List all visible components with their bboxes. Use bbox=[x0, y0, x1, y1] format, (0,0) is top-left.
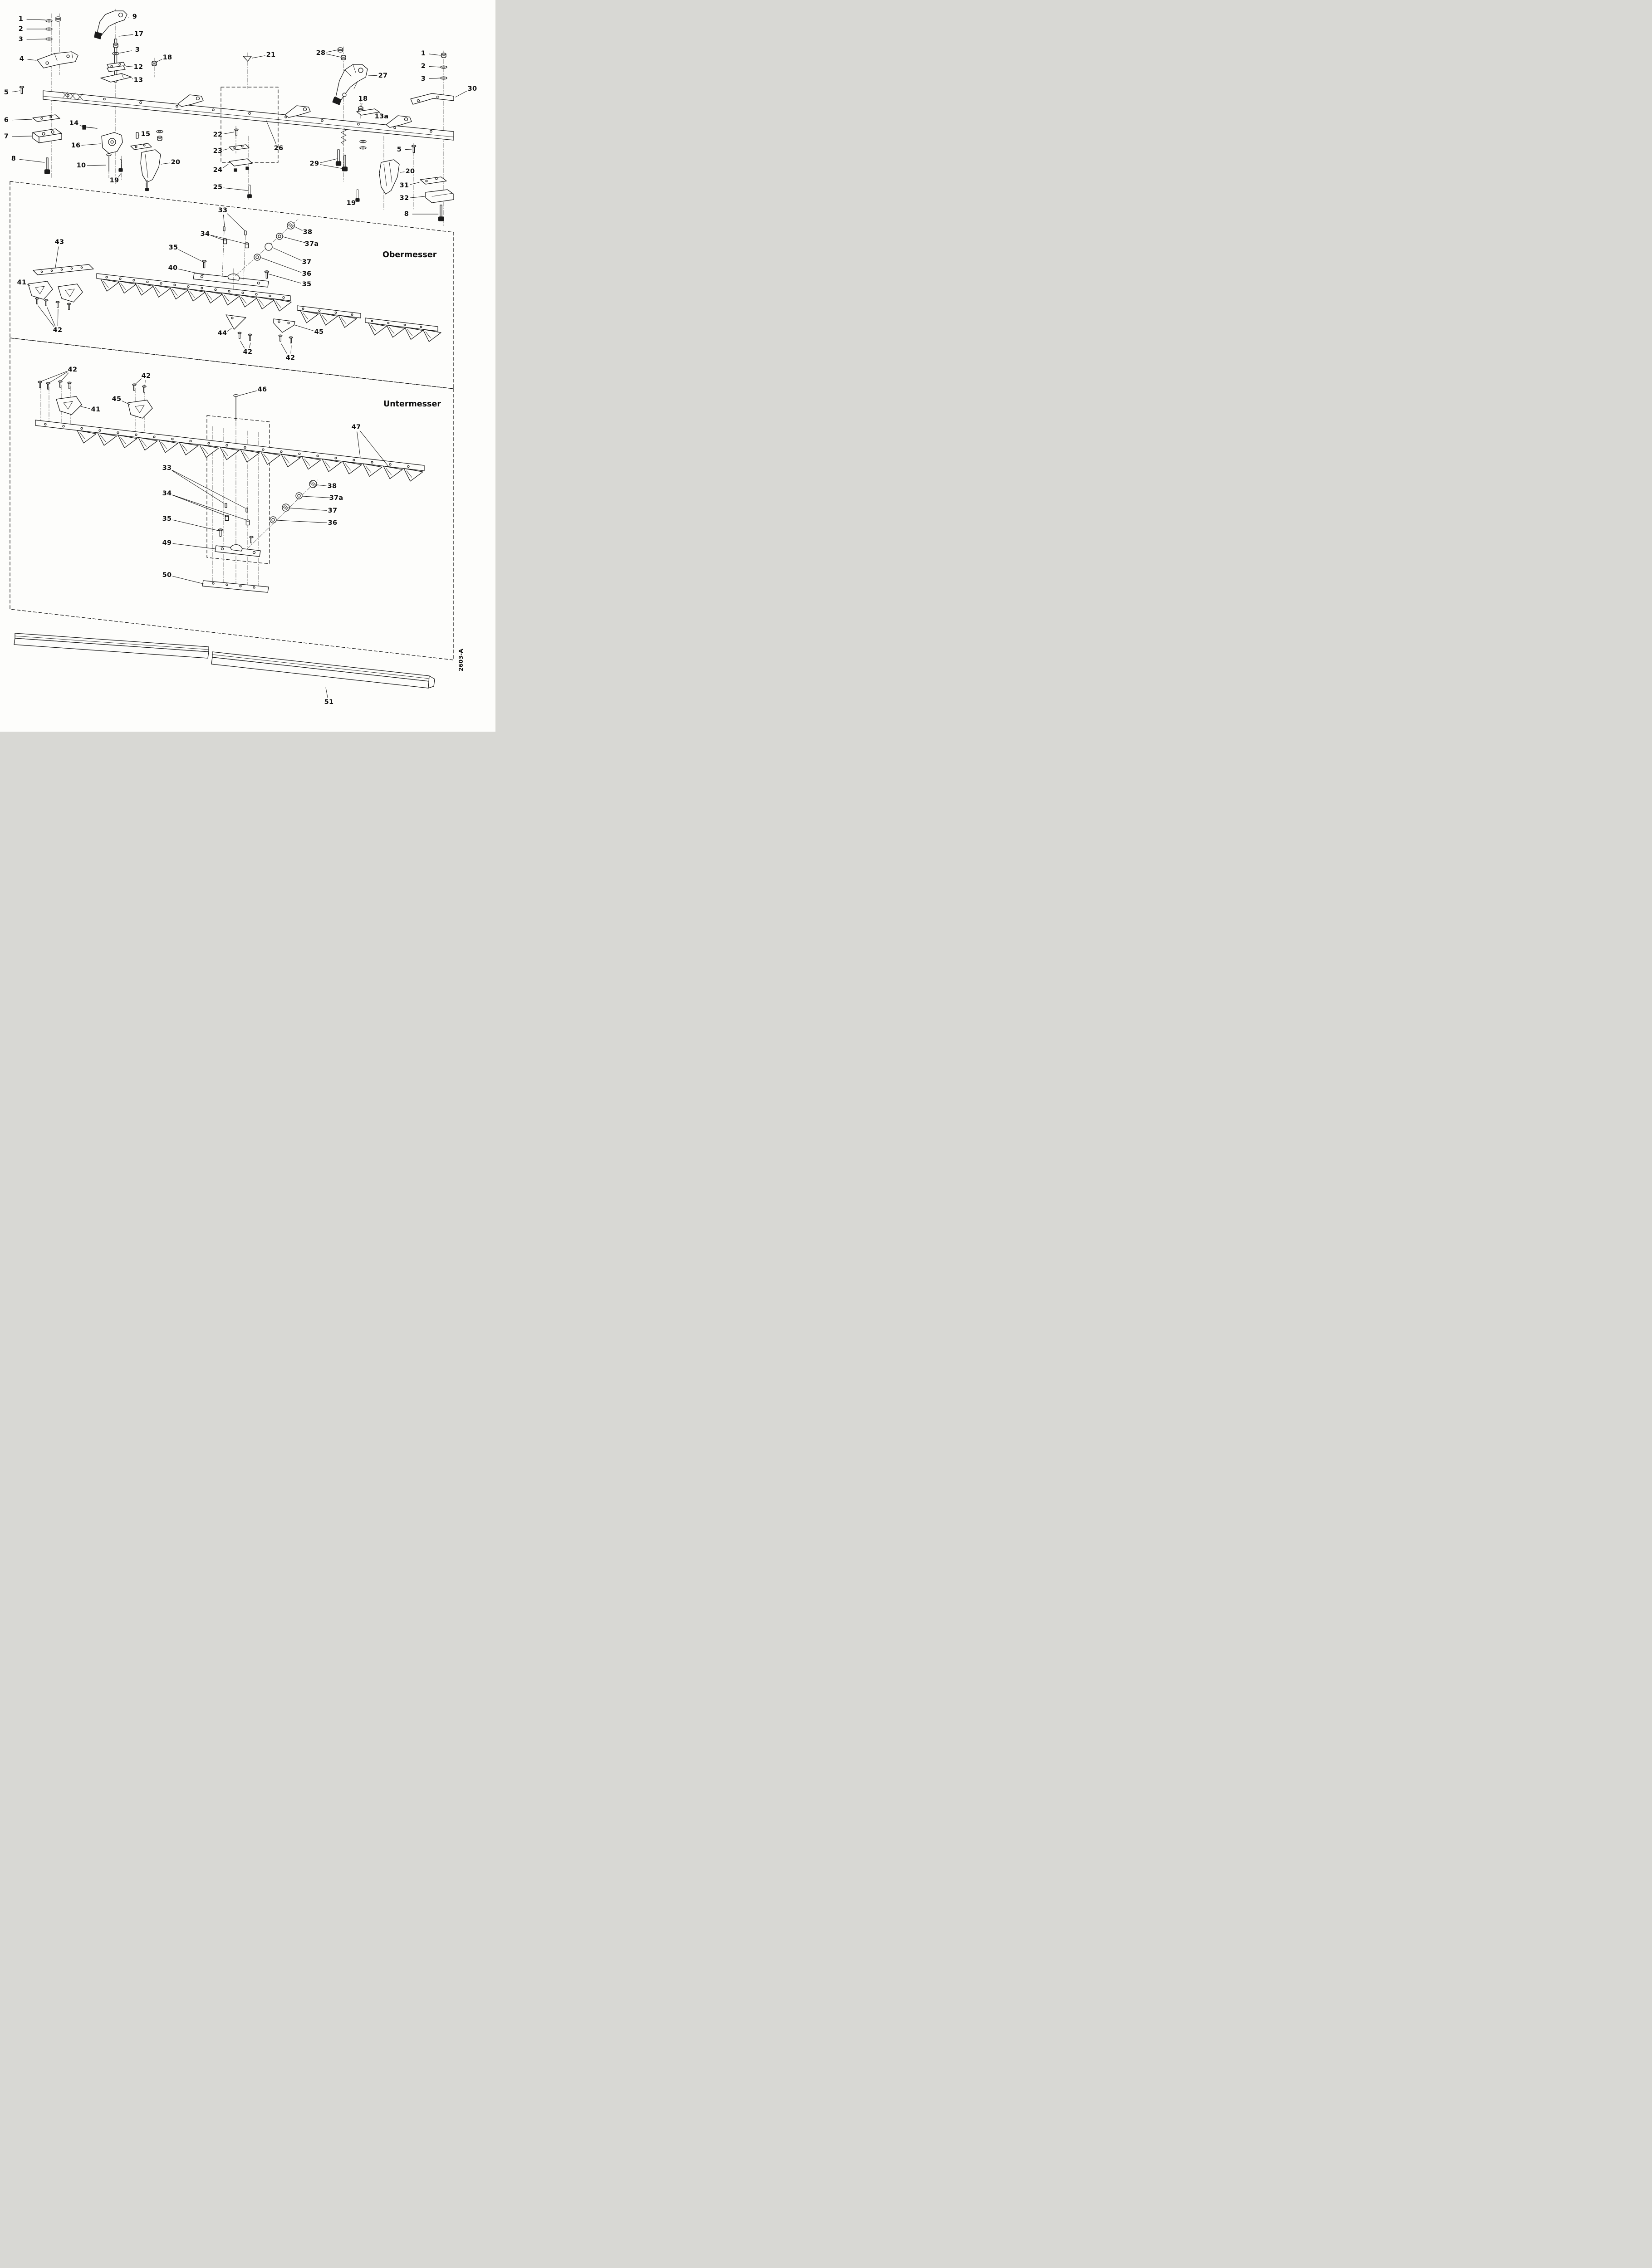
callout-37: 37 bbox=[328, 507, 338, 514]
callout-40: 40 bbox=[168, 264, 178, 272]
callout-22: 22 bbox=[213, 131, 223, 138]
callout-41: 41 bbox=[91, 406, 101, 413]
callout-42: 42 bbox=[68, 366, 78, 373]
guide-rails-drawing bbox=[14, 633, 435, 689]
callout-8: 8 bbox=[404, 210, 409, 218]
callout-45: 45 bbox=[314, 328, 324, 336]
section-title-obermesser: Obermesser bbox=[382, 250, 437, 259]
callout-23: 23 bbox=[213, 147, 223, 155]
callout-34: 34 bbox=[162, 490, 172, 497]
callout-9: 9 bbox=[132, 13, 137, 20]
callout-35: 35 bbox=[162, 515, 172, 523]
callout-37: 37 bbox=[302, 259, 312, 266]
callout-12: 12 bbox=[133, 64, 143, 71]
callout-28: 28 bbox=[316, 49, 326, 57]
callout-33: 33 bbox=[218, 207, 228, 214]
callout-30: 30 bbox=[467, 85, 477, 93]
callout-1: 1 bbox=[421, 50, 426, 57]
callout-47: 47 bbox=[351, 424, 361, 431]
callout-13: 13 bbox=[133, 77, 143, 84]
callout-20: 20 bbox=[405, 168, 415, 175]
callout-13a: 13a bbox=[374, 113, 389, 120]
callout-25: 25 bbox=[213, 184, 223, 191]
callout-42: 42 bbox=[141, 372, 151, 380]
callout-45: 45 bbox=[112, 396, 122, 403]
callout-36: 36 bbox=[328, 519, 338, 527]
callout-14: 14 bbox=[69, 120, 79, 127]
callout-42: 42 bbox=[285, 354, 295, 362]
callout-31: 31 bbox=[399, 182, 409, 189]
callout-46: 46 bbox=[257, 386, 267, 393]
callout-43: 43 bbox=[54, 239, 64, 246]
untermesser-drawing bbox=[35, 380, 425, 593]
callout-36: 36 bbox=[302, 270, 312, 278]
callout-44: 44 bbox=[217, 330, 227, 337]
top-assembly-drawing bbox=[19, 10, 454, 221]
callout-38: 38 bbox=[303, 229, 313, 236]
callout-16: 16 bbox=[71, 142, 81, 149]
callout-19: 19 bbox=[346, 200, 356, 207]
callout-2: 2 bbox=[421, 63, 426, 70]
callout-6: 6 bbox=[4, 117, 9, 124]
callout-37a: 37a bbox=[304, 240, 319, 248]
callout-26: 26 bbox=[274, 145, 284, 152]
callout-5: 5 bbox=[4, 89, 9, 96]
callout-41: 41 bbox=[17, 279, 27, 286]
callout-33: 33 bbox=[162, 464, 172, 472]
callout-3: 3 bbox=[18, 36, 24, 43]
obermesser-drawing bbox=[28, 219, 441, 343]
callout-1: 1 bbox=[18, 15, 24, 23]
callout-27: 27 bbox=[378, 72, 388, 79]
callout-10: 10 bbox=[76, 162, 86, 169]
leader-lines bbox=[12, 17, 467, 698]
callout-29: 29 bbox=[309, 160, 319, 167]
callout-20: 20 bbox=[171, 159, 181, 166]
callout-2: 2 bbox=[18, 25, 24, 33]
callout-3: 3 bbox=[421, 75, 426, 83]
exploded-parts-diagram bbox=[10, 9, 467, 698]
callout-19: 19 bbox=[109, 177, 119, 184]
callout-35: 35 bbox=[302, 281, 312, 288]
callout-18: 18 bbox=[358, 95, 368, 103]
callout-18: 18 bbox=[162, 54, 172, 61]
callout-38: 38 bbox=[327, 483, 337, 490]
callout-37a: 37a bbox=[329, 494, 343, 502]
callout-8: 8 bbox=[11, 155, 16, 162]
callout-5: 5 bbox=[397, 146, 402, 153]
callout-50: 50 bbox=[162, 572, 172, 579]
callout-24: 24 bbox=[213, 166, 223, 174]
callout-42: 42 bbox=[243, 348, 253, 356]
callout-15: 15 bbox=[141, 131, 151, 138]
callout-7: 7 bbox=[4, 133, 9, 140]
callout-21: 21 bbox=[266, 51, 276, 59]
section-title-untermesser: Untermesser bbox=[383, 400, 441, 409]
callout-32: 32 bbox=[399, 195, 409, 202]
section-boxes bbox=[10, 181, 454, 660]
callout-3: 3 bbox=[135, 46, 140, 54]
callout-17: 17 bbox=[134, 30, 144, 38]
drawing-number: 2603-A bbox=[457, 649, 464, 671]
callout-49: 49 bbox=[162, 539, 172, 547]
callout-42: 42 bbox=[53, 327, 63, 334]
callout-35: 35 bbox=[168, 244, 178, 251]
callout-34: 34 bbox=[200, 230, 210, 238]
callout-4: 4 bbox=[19, 55, 25, 63]
callout-51: 51 bbox=[324, 699, 334, 706]
